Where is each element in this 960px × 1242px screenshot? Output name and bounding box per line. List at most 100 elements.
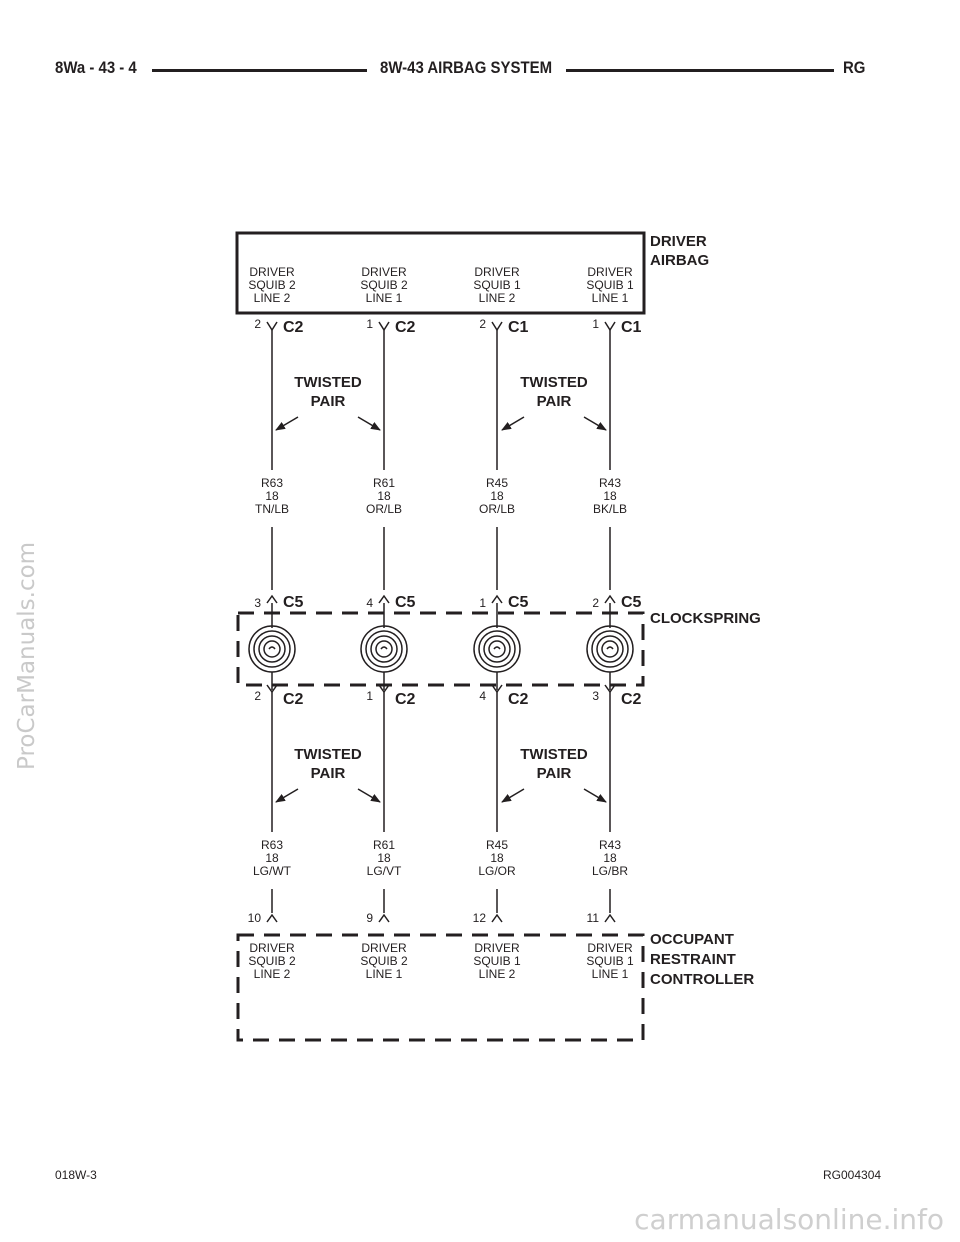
clockspring-coil-icon [596,635,624,663]
wire-label: R63 [261,838,283,852]
wire-label: R61 [373,838,395,852]
wire-label: R43 [599,838,621,852]
twisted-pair-label: PAIR [537,393,572,410]
page-number: 8Wa - 43 - 4 [55,58,137,77]
connector-female-symbol [604,321,616,332]
orc-label: RESTRAINT [650,951,736,968]
wire-label: R61 [373,476,395,490]
clockspring-coil-icon [586,625,634,673]
twisted-pair-label: PAIR [311,393,346,410]
connector-pin-number: 2 [592,596,599,610]
clockspring-coil-icon [473,625,521,673]
connector-pin-number: 1 [366,689,373,703]
orc-pin-label: DRIVER [361,941,407,955]
airbag-pin-label: SQUIB 2 [360,278,408,292]
orc-pin-label: DRIVER [587,941,633,955]
header-rule-right [566,69,834,72]
airbag-pin-label: DRIVER [587,265,633,279]
wire-label: R43 [599,476,621,490]
connector-id: C2 [508,691,529,708]
clockspring-coil-icon [493,646,501,650]
connector-pin-number: 3 [254,596,261,610]
clockspring-coil-icon [365,630,403,668]
wire-label: 18 [490,851,504,865]
connector-pin-number: 1 [592,317,599,331]
wire-label: LG/BR [592,864,628,878]
twisted-pair-arrow [275,788,299,803]
twisted-pair-arrow [583,416,607,431]
wire-label: R45 [486,838,508,852]
driver-airbag-label: DRIVER [650,233,707,250]
airbag-pin-label: DRIVER [361,265,407,279]
clockspring-coil-icon [370,635,398,663]
twisted-pair-callout: TWISTED PAIR [275,746,381,803]
connector-pin-number: 1 [366,317,373,331]
twisted-pair-label: TWISTED [520,746,588,763]
clockspring-coil-icon [258,635,286,663]
connector-pin-number: 11 [587,911,600,925]
orc-pin-label: SQUIB 1 [473,954,521,968]
airbag-pin-label: SQUIB 1 [473,278,521,292]
connector-male-symbol [491,913,503,923]
twisted-pair-arrow [501,788,525,803]
connector-male-symbol [378,913,390,923]
orc-pin-label: DRIVER [249,941,295,955]
connector-pin-number: 4 [366,596,373,610]
orc-pin-label: LINE 2 [254,967,291,981]
connector-pin-number: 3 [592,689,599,703]
connector-female-symbol [378,321,390,332]
driver-airbag-box [235,231,646,315]
driver-airbag-label: AIRBAG [650,252,709,269]
connector-male-symbol [266,594,278,604]
orc-pin-label: LINE 1 [366,967,403,981]
connector-pin-number: 2 [479,317,486,331]
connector-male-symbol [491,594,503,604]
connector-pin-number: 1 [479,596,486,610]
clockspring-coil-icon [483,635,511,663]
twisted-pair-label: TWISTED [294,374,362,391]
wire-label: BK/LB [593,502,627,516]
connector-pin-number: 4 [479,689,486,703]
orc-pin-label: DRIVER [474,941,520,955]
orc-label: CONTROLLER [650,971,754,988]
connector-id: C2 [395,319,416,336]
wire-label: 18 [377,489,391,503]
wire-label: 18 [490,489,504,503]
twisted-pair-arrow [357,788,381,803]
clockspring-coil-icon [488,640,506,658]
orc-pin-label: LINE 1 [592,967,629,981]
orc-pin-label: SQUIB 2 [248,954,296,968]
clockspring-coil-icon [263,640,281,658]
connector-female-symbol [266,321,278,332]
clockspring-label: CLOCKSPRING [650,610,761,627]
wire-label: LG/WT [253,864,292,878]
clockspring-coil-icon [591,630,629,668]
clockspring-coil-icon [253,630,291,668]
header-rule-left [152,69,367,72]
airbag-pin-label: DRIVER [474,265,520,279]
wire-label: 18 [603,489,617,503]
connector-id: C5 [283,594,304,611]
connector-id: C2 [283,691,304,708]
wire-label: OR/LB [366,502,402,516]
twisted-pair-label: PAIR [311,765,346,782]
airbag-pin-label: LINE 2 [479,291,516,305]
airbag-pin-label: DRIVER [249,265,295,279]
twisted-pair-label: TWISTED [294,746,362,763]
clockspring-coil-icon [268,646,276,650]
clockspring-coil-icon [601,640,619,658]
connector-male-symbol [604,594,616,604]
twisted-pair-label: PAIR [537,765,572,782]
connector-male-symbol [266,913,278,923]
airbag-pin-label: LINE 2 [254,291,291,305]
clockspring-coil-icon [360,625,408,673]
twisted-pair-arrow [357,416,381,431]
wire-label: LG/VT [367,864,402,878]
watermark-bottom: carmanualsonline.info [634,1203,944,1236]
airbag-pin-label: LINE 1 [366,291,403,305]
